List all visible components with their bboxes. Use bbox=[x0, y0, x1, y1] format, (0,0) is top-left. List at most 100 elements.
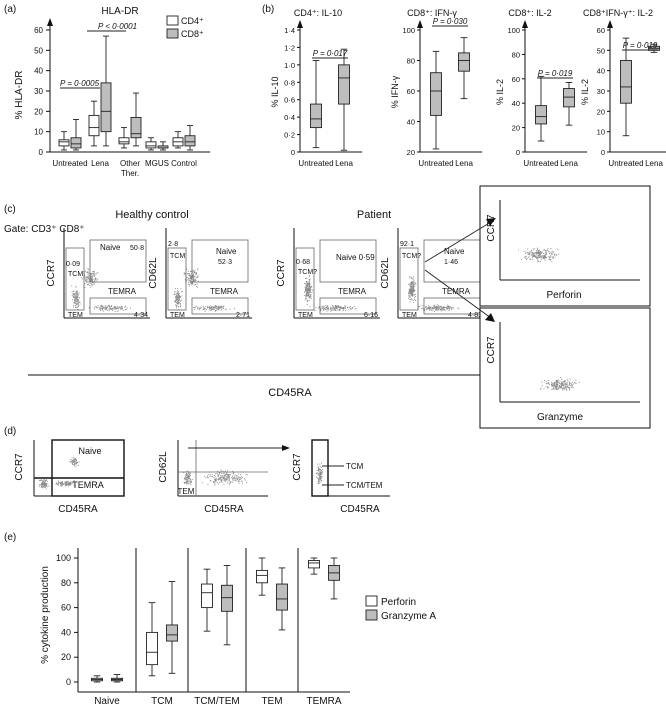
flow-dot bbox=[120, 306, 123, 309]
flow-naive-gate bbox=[319, 239, 377, 283]
flow-ylabel: CCR7 bbox=[46, 259, 57, 287]
panel-b-ytick-label: 1·0 bbox=[284, 61, 295, 70]
flow-dot bbox=[344, 307, 346, 309]
d2-dot bbox=[217, 474, 219, 476]
panel-a-ylabel: % HLA-DR bbox=[14, 71, 25, 120]
granzyme-box bbox=[479, 307, 651, 429]
perforin-dot bbox=[538, 254, 540, 256]
d3-dot bbox=[319, 463, 321, 465]
d2-dot bbox=[213, 481, 215, 483]
flow-dot bbox=[85, 280, 87, 283]
d1-dot bbox=[42, 486, 44, 488]
panel-b-ytick-label: 60 bbox=[512, 75, 520, 84]
flow-dot bbox=[87, 271, 89, 273]
flow-dot bbox=[306, 281, 308, 283]
flow-dot bbox=[310, 294, 312, 296]
panel-b-ytick-label: 40 bbox=[512, 99, 520, 108]
panel-a-xtick-label: Ther. bbox=[121, 169, 139, 178]
flow-dot bbox=[174, 287, 176, 289]
perforin-dot bbox=[537, 259, 539, 261]
d2-dot bbox=[212, 480, 215, 482]
granzyme-dot bbox=[561, 387, 563, 389]
legend-perforin-swatch bbox=[365, 595, 378, 607]
flow-gate-label: TEM bbox=[170, 312, 185, 319]
panel-e-ytick-label: 0 bbox=[66, 677, 71, 687]
granzyme-dot bbox=[571, 381, 573, 384]
d1-ylabel: CCR7 bbox=[14, 453, 25, 481]
d2-dot bbox=[188, 477, 191, 480]
flow-dot bbox=[93, 274, 95, 276]
granzyme-dot bbox=[559, 383, 561, 385]
d1-dot bbox=[44, 483, 46, 485]
d3-dot bbox=[317, 482, 320, 485]
d1-dot bbox=[73, 457, 75, 459]
flow-dot bbox=[427, 307, 429, 309]
flow-dot bbox=[408, 290, 410, 292]
flow-dot bbox=[89, 284, 91, 286]
d1-dot bbox=[77, 464, 80, 466]
granzyme-dot bbox=[550, 381, 552, 383]
flow-dot bbox=[114, 308, 117, 310]
d2-dot bbox=[201, 482, 203, 484]
d2-dot bbox=[190, 481, 192, 483]
flow-dot bbox=[77, 299, 79, 301]
perforin-dot bbox=[541, 251, 543, 253]
d1-dot bbox=[45, 485, 47, 487]
perforin-dot bbox=[539, 252, 541, 254]
perforin-dot bbox=[530, 250, 532, 252]
granzyme-dot bbox=[554, 387, 557, 389]
d3-dot bbox=[319, 474, 321, 476]
d2-dot bbox=[223, 472, 225, 474]
flow-dot bbox=[335, 307, 337, 309]
flow-dot bbox=[308, 289, 310, 291]
perforin-dot bbox=[550, 256, 552, 258]
d2-dot bbox=[227, 480, 229, 482]
flow-dot bbox=[100, 309, 102, 311]
d2-dot bbox=[219, 477, 221, 479]
d1-dot bbox=[48, 485, 50, 487]
d1-dot bbox=[62, 483, 64, 485]
panel-b-ytick-label: 0·8 bbox=[284, 78, 295, 87]
flow-dot bbox=[194, 307, 196, 309]
perforin-dot bbox=[524, 257, 527, 259]
flow-dot bbox=[220, 309, 223, 311]
perforin-dot bbox=[540, 251, 542, 253]
d1-dot bbox=[65, 482, 68, 484]
flow-dot bbox=[213, 306, 215, 308]
perforin-dot bbox=[538, 255, 540, 257]
flow-dot bbox=[75, 295, 77, 297]
flow-dot bbox=[73, 291, 75, 293]
flow-dot bbox=[306, 292, 308, 294]
flow-gate-label: TEM bbox=[298, 312, 313, 319]
perforin-dot bbox=[527, 248, 529, 250]
flow-dot bbox=[217, 306, 219, 308]
d1-temra-label: TEMRA bbox=[72, 480, 104, 490]
flow-dot bbox=[77, 293, 79, 295]
flow-gate-label: 1·46 bbox=[444, 259, 458, 266]
flow-dot bbox=[306, 286, 308, 288]
flow-dot bbox=[303, 282, 305, 284]
d3-dot bbox=[320, 477, 322, 479]
panel-d-gating: (d) CCR7 Naive TEMRA CD45RA CD62L TEM CD… bbox=[4, 426, 390, 515]
d2-dot bbox=[220, 469, 222, 471]
flow-dot bbox=[412, 289, 414, 291]
flow-dot bbox=[308, 291, 310, 294]
d2-dot bbox=[216, 482, 218, 484]
gate-label: Gate: CD3⁺ CD8⁺ bbox=[4, 224, 85, 235]
flow-dot bbox=[106, 309, 108, 311]
panel-e-xtick-label: TEMRA bbox=[307, 696, 342, 705]
flow-dot bbox=[176, 297, 179, 299]
flow-dot bbox=[84, 286, 86, 288]
panel-a-ytick-label: 0 bbox=[39, 148, 44, 157]
flow-dot bbox=[436, 308, 438, 310]
flow-dot bbox=[410, 289, 412, 292]
flow-dot bbox=[194, 278, 197, 280]
perforin-dot bbox=[552, 251, 554, 254]
granzyme-dot bbox=[573, 383, 575, 385]
d2-dot bbox=[223, 476, 225, 478]
perforin-dot bbox=[531, 253, 533, 255]
flow-dot bbox=[305, 289, 307, 291]
d2-dot bbox=[222, 472, 224, 474]
granzyme-dot bbox=[551, 388, 553, 390]
panel-a-ytick-label: 60 bbox=[34, 26, 43, 35]
